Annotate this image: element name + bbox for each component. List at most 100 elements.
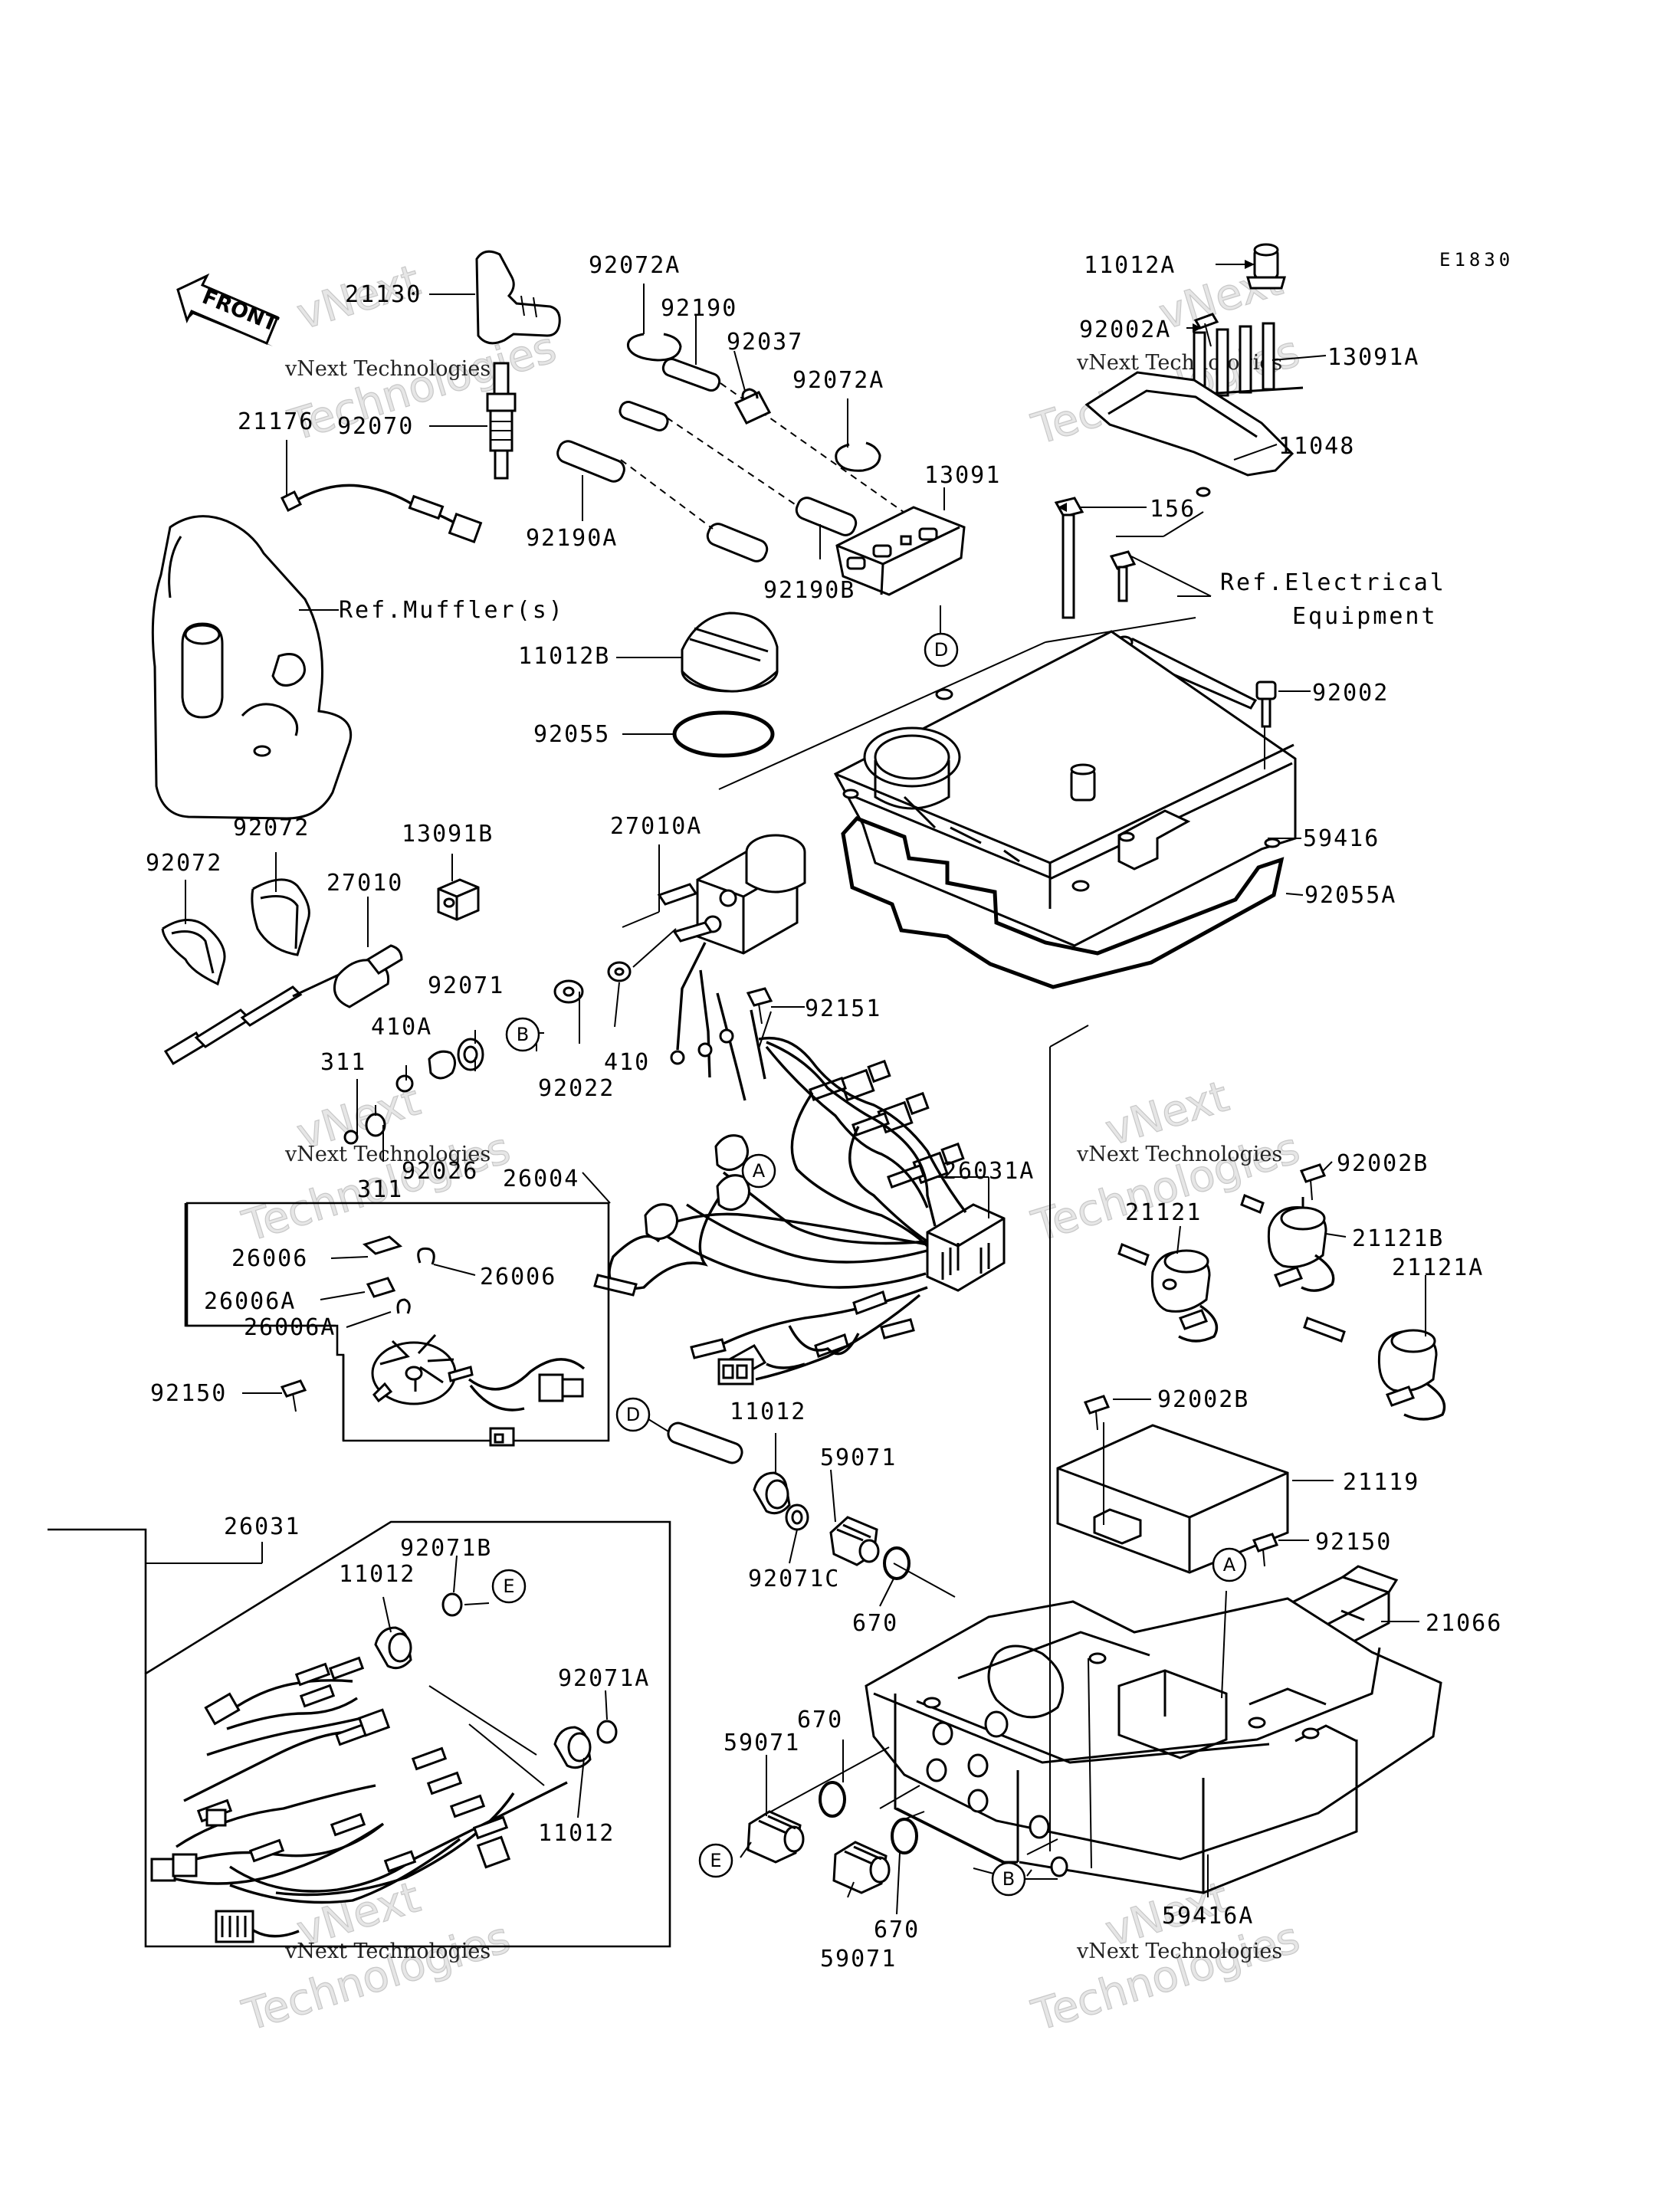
oring-670-3-part — [891, 1818, 918, 1854]
muffler-part — [151, 515, 352, 820]
clip-92037-part — [733, 388, 772, 425]
part-label: 670 — [797, 1707, 843, 1733]
part-label: 92002B — [1337, 1150, 1429, 1177]
part-label: 26006 — [480, 1264, 556, 1290]
svg-text:vNext Technologies: vNext Technologies — [284, 1143, 491, 1166]
screw-92150-1-part — [280, 1379, 307, 1412]
sensor-27010-part — [163, 944, 403, 1066]
diagram-code: E1830 — [1439, 249, 1514, 271]
leader-lines — [146, 264, 1426, 1915]
part-label: 92055A — [1304, 882, 1396, 909]
part-labels: 21130 21176 92070 92072A 92190 92037 920… — [146, 252, 1502, 1972]
svg-text:B: B — [1002, 1868, 1015, 1890]
fitting-59071-2-part — [746, 1810, 805, 1864]
part-label: 92072 — [146, 850, 222, 877]
temp-sensor-part — [280, 484, 483, 543]
bracket-11048-part — [1084, 371, 1294, 497]
part-label: 21121B — [1352, 1225, 1444, 1252]
oring-92055-part — [672, 710, 775, 758]
svg-text:A: A — [753, 1160, 766, 1182]
svg-text:vNext Technologies: vNext Technologies — [1076, 1143, 1282, 1166]
part-label: 92002 — [1312, 680, 1389, 707]
part-label: 21121A — [1392, 1254, 1484, 1281]
band-92072-parts — [161, 878, 310, 986]
part-label: 92071A — [558, 1665, 650, 1692]
cap-13091B-part — [437, 878, 480, 921]
part-label: 92190A — [526, 525, 618, 552]
screw-92002B-2-part — [1083, 1395, 1111, 1431]
ecu-21119-part — [1056, 1424, 1289, 1574]
hose-clamp-part — [626, 333, 881, 472]
part-label: 27010A — [610, 813, 702, 840]
part-label: 21066 — [1426, 1610, 1502, 1637]
gasket-92055A-part — [841, 816, 1285, 989]
part-label: 26031A — [943, 1158, 1035, 1185]
part-label: 27010 — [326, 870, 403, 897]
part-label: 59416A — [1162, 1903, 1254, 1930]
relay-13091A-part — [1180, 322, 1304, 400]
part-label: 13091A — [1327, 344, 1419, 371]
part-label: 26004 — [503, 1166, 579, 1192]
part-label: 26006 — [231, 1245, 308, 1272]
grommet-92071C-part — [785, 1503, 809, 1531]
arrowheads — [1058, 260, 1255, 512]
part-label: 92070 — [337, 413, 414, 440]
relay-11012A-part — [1246, 243, 1286, 290]
fuse-box-26004-part — [362, 1235, 586, 1447]
part-label: 11048 — [1278, 433, 1355, 460]
part-label: 26006A — [244, 1314, 336, 1341]
small-parts-92071-410 — [343, 961, 632, 1145]
svg-text:E: E — [710, 1850, 721, 1871]
svg-text:D: D — [934, 639, 948, 661]
part-label: 13091B — [402, 821, 494, 848]
part-label: 11012B — [518, 643, 610, 670]
part-label: 92071 — [428, 972, 504, 999]
solenoid-21121-part — [1117, 1243, 1219, 1343]
part-label: 410 — [604, 1049, 650, 1076]
fitting-59071-1-part — [829, 1516, 880, 1566]
solenoid-21121A-part — [1303, 1317, 1446, 1421]
part-label: 92002B — [1157, 1386, 1249, 1413]
svg-text:D: D — [626, 1404, 640, 1425]
screw-92150-2-part — [1252, 1533, 1279, 1567]
part-label: 92150 — [1315, 1529, 1392, 1556]
part-label: 21130 — [345, 281, 422, 308]
part-label: 92072A — [589, 252, 681, 279]
svg-text:A: A — [1223, 1554, 1236, 1576]
cap-11012B-part — [681, 612, 779, 693]
junction-block-13091-part — [835, 506, 966, 596]
solenoid-21121B-part — [1240, 1193, 1335, 1292]
part-label: 670 — [852, 1610, 898, 1637]
part-label: 311 — [320, 1049, 366, 1076]
part-label: 92055 — [533, 721, 610, 748]
part-label: 311 — [357, 1176, 403, 1203]
screw-92002B-1-part — [1299, 1163, 1327, 1201]
part-label: 92026 — [402, 1158, 478, 1185]
part-label: 21121 — [1125, 1199, 1202, 1226]
tube-d-part — [667, 1421, 743, 1464]
ref-muffler: Ref.Muffler(s) — [339, 597, 565, 624]
part-label: 92071C — [748, 1566, 840, 1592]
part-label: 92190 — [661, 295, 737, 322]
svg-text:E: E — [503, 1576, 514, 1597]
part-label: 13091 — [924, 462, 1001, 489]
part-label: 11012 — [339, 1561, 415, 1588]
bolt-156-part — [1054, 497, 1084, 619]
harness-26031A-part — [593, 1036, 1006, 1385]
front-arrow-icon: FRONT — [176, 273, 281, 346]
svg-text:vNext Technologies: vNext Technologies — [1076, 1940, 1282, 1963]
part-label: 11012 — [538, 1820, 615, 1847]
part-label: 92022 — [538, 1075, 615, 1102]
screw-92002A-part — [1193, 313, 1219, 347]
part-label: 92072A — [792, 367, 884, 394]
svg-text:vNext Technologies: vNext Technologies — [284, 357, 491, 381]
part-label: 59416 — [1303, 825, 1380, 852]
screw-92002-part — [1255, 680, 1277, 728]
part-label: 26031 — [224, 1513, 300, 1540]
cover-59416-part — [833, 630, 1297, 947]
part-label: 21119 — [1343, 1469, 1419, 1496]
part-label: 11012 — [730, 1399, 806, 1425]
oring-670-2-part — [819, 1781, 846, 1818]
fitting-59071-3-part — [832, 1841, 891, 1894]
